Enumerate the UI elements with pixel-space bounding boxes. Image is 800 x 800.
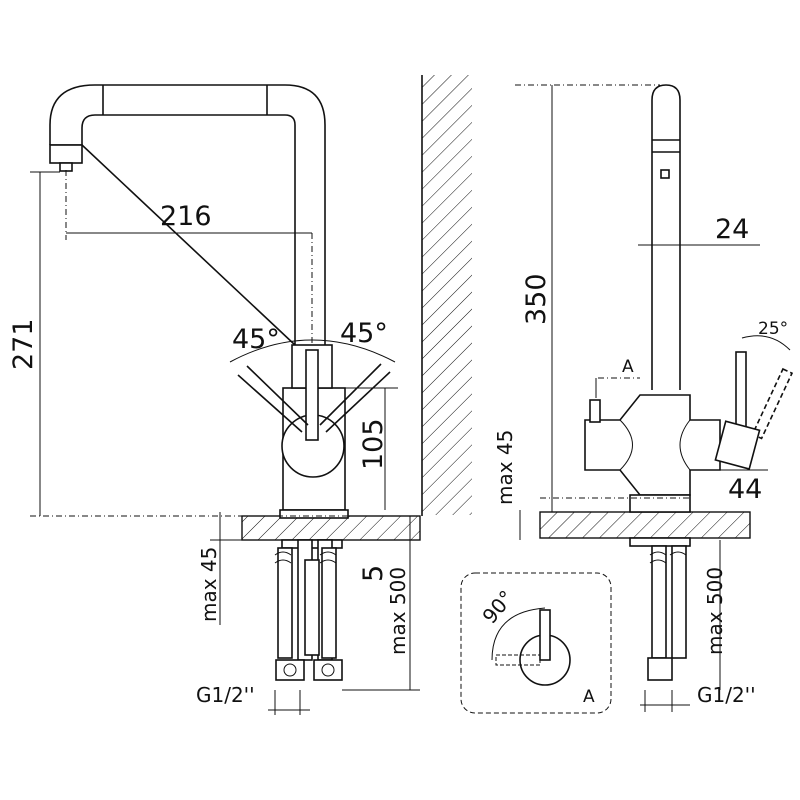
dim-angle-left: 45° bbox=[232, 324, 280, 355]
dim-thread-left: G1/2'' bbox=[196, 683, 255, 707]
dim-25-angle: 25° bbox=[758, 319, 788, 339]
dim-max45-right: max 45 bbox=[493, 430, 517, 505]
detail-label-a: A bbox=[583, 687, 595, 707]
spout-left bbox=[49, 84, 326, 347]
dim-350: 350 bbox=[521, 273, 552, 325]
dim-105: 105 bbox=[358, 418, 389, 470]
detail-a: 90° A bbox=[460, 572, 612, 714]
right-view: 350 24 25° A max 45 44 max 500 G1/2'' bbox=[493, 84, 794, 712]
dim-5: 5 bbox=[358, 565, 389, 582]
dim-max500-right: max 500 bbox=[703, 567, 727, 655]
dim-44: 44 bbox=[728, 474, 762, 505]
dim-216: 216 bbox=[160, 201, 212, 232]
left-view: 216 271 45° 45° 105 5 max 45 max 500 G1/… bbox=[8, 75, 472, 715]
wall-hatch bbox=[422, 75, 472, 515]
spout-right bbox=[651, 84, 681, 390]
dim-angle-right: 45° bbox=[340, 318, 388, 349]
dim-max45-left: max 45 bbox=[197, 547, 221, 622]
lever-left bbox=[305, 349, 319, 441]
detail-angle-90: 90° bbox=[477, 586, 518, 629]
lever-tilted-right bbox=[751, 367, 794, 440]
dim-24: 24 bbox=[715, 214, 749, 245]
dim-max500-left: max 500 bbox=[386, 567, 410, 655]
dim-thread-right: G1/2'' bbox=[697, 683, 756, 707]
body-right bbox=[584, 394, 721, 496]
counter-right bbox=[539, 511, 751, 539]
dim-271: 271 bbox=[8, 318, 39, 370]
detail-marker-a: A bbox=[622, 357, 634, 377]
counter-left bbox=[241, 515, 421, 541]
